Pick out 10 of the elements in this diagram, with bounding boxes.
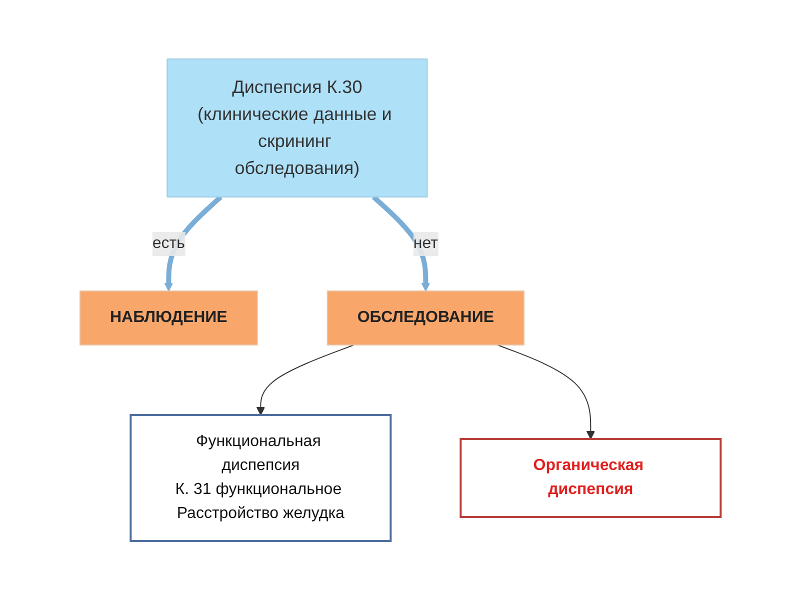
arrow: [256, 344, 354, 416]
node-box: НАБЛЮДЕНИЕ: [79, 290, 258, 346]
arrow: [372, 195, 430, 292]
node-box: Диспепсия К.30 (клинические данные и скрининг обследования): [166, 58, 428, 198]
edge-label: есть: [152, 234, 185, 252]
edge-label: нет: [413, 234, 438, 252]
node-box: Функциональная диспепсия К. 31 функциональное Расстройство желудка: [129, 414, 392, 542]
arrow: [496, 344, 595, 440]
node-box: ОБСЛЕДОВАНИЕ: [326, 290, 524, 346]
node-box: Органическая диспепсия: [459, 438, 722, 518]
